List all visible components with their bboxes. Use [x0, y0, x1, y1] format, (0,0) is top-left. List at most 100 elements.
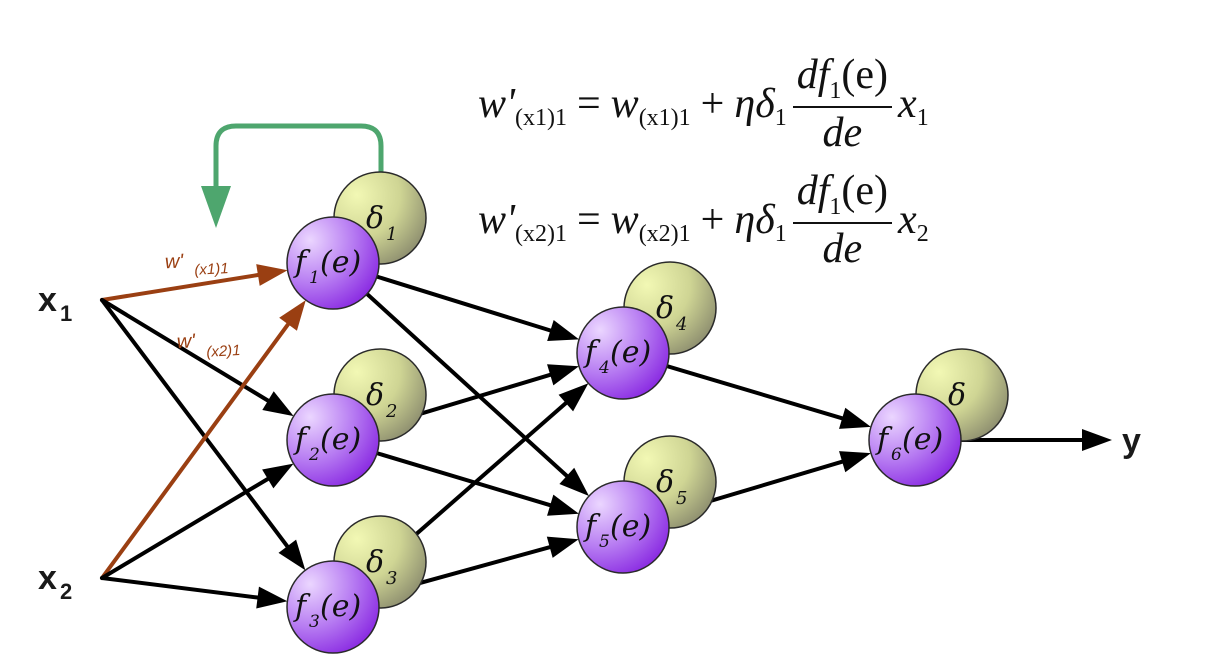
eq1-plus: + — [700, 81, 725, 127]
feedback-arrow-line — [213, 123, 384, 186]
eq1-equals: = — [576, 81, 601, 127]
neuron-function-subscript: 4 — [598, 358, 610, 378]
neuron-function-arg: (e) — [320, 589, 361, 624]
neuron-function-subscript: 5 — [599, 532, 610, 552]
arrowhead-icon — [839, 451, 871, 473]
arrowhead-icon — [558, 383, 589, 412]
eq1-w-sub: (x1)1 — [638, 104, 691, 131]
edge-x1-f1 — [100, 264, 288, 302]
arrowhead-icon — [278, 539, 306, 571]
neuron-function-arg: (e) — [610, 509, 651, 544]
edges-layer — [100, 261, 1112, 609]
weight-label-x2-1: w' (x2)1 — [176, 330, 241, 361]
neuron-function-subscript: 6 — [891, 445, 902, 465]
eq2-lhs-sub: (x2)1 — [515, 220, 567, 247]
neuron-function-arg: (e) — [320, 245, 361, 280]
delta-subscript: 3 — [386, 568, 397, 589]
edge-line — [331, 261, 569, 478]
edge-line — [100, 298, 290, 549]
eq2-delta: δ — [755, 197, 775, 243]
edge-line — [100, 273, 260, 302]
edge-f1-f5 — [331, 261, 589, 497]
eq2-equals: = — [576, 197, 601, 243]
eq1-lhs: w' — [478, 81, 515, 127]
eq1-w: w — [610, 81, 639, 127]
neuron-function-subscript: 3 — [309, 612, 320, 632]
neuron-circle — [576, 480, 670, 574]
neuron-circle — [576, 306, 670, 400]
arrowhead-icon — [279, 300, 306, 331]
output-y-label: y — [1122, 422, 1141, 460]
arrowhead-icon — [262, 391, 294, 417]
neuron-function-arg: (e) — [610, 335, 651, 370]
neuron-circle — [286, 393, 380, 487]
eq2-frac-num-sub: 1 — [829, 194, 842, 220]
input-x2-label: x — [38, 559, 57, 597]
neuron-function-subscript: 1 — [309, 268, 320, 288]
edge-line — [100, 322, 291, 580]
neuron-circle — [868, 393, 962, 487]
delta-symbol: δ — [948, 378, 966, 413]
delta-subscript: 1 — [386, 224, 397, 245]
delta-symbol: δ — [366, 378, 384, 413]
feedback-layer — [201, 123, 384, 228]
delta-symbol: δ — [366, 545, 384, 580]
weight-label-x2-1-sub: (x2)1 — [206, 342, 241, 361]
arrowhead-icon — [559, 467, 589, 497]
eq2-frac-den: de — [822, 226, 863, 272]
delta-symbol: δ — [366, 201, 384, 236]
edge-x2-f3 — [100, 576, 288, 609]
eq2-w: w — [610, 197, 639, 243]
neuron-function-arg: (e) — [902, 422, 943, 457]
delta-symbol: δ — [656, 465, 674, 500]
eq2-eta: η — [734, 197, 756, 243]
weight-label-x1-1: w' (x1)1 — [164, 250, 229, 278]
eq1-eta: η — [734, 81, 756, 127]
delta-subscript: 4 — [675, 314, 687, 335]
eq1-frac-num: df — [796, 52, 830, 98]
neuron-function-subscript: 2 — [308, 445, 320, 465]
arrowhead-icon — [256, 264, 288, 286]
eq2-delta-sub: 1 — [774, 220, 787, 247]
eq1-frac-den: de — [822, 110, 863, 156]
weight-label-x2-1-main: w' — [176, 330, 197, 353]
edge-line — [100, 298, 271, 403]
arrowhead-icon — [547, 319, 580, 341]
arrowhead-icon — [546, 536, 579, 558]
delta-subscript: 2 — [385, 401, 397, 422]
edge-x2-f2 — [100, 463, 294, 580]
arrowhead-icon — [547, 364, 579, 386]
arrowhead-icon — [262, 463, 294, 489]
eq1-derivative-fraction: df1(e) de — [792, 52, 893, 156]
eq1-frac-num-sub: 1 — [829, 78, 842, 104]
input-x2: x 2 — [38, 559, 72, 604]
edge-x1-f2 — [100, 298, 294, 417]
input-x2-subscript: 2 — [60, 579, 72, 604]
eq2-x-sub: 2 — [916, 220, 929, 247]
eq2-frac-num-arg: (e) — [841, 168, 889, 214]
arrowhead-icon — [1082, 429, 1112, 451]
eq2-lhs: w' — [478, 197, 515, 243]
input-x1-label: x — [38, 281, 57, 319]
eq1-lhs-sub: (x1)1 — [515, 104, 567, 131]
eq1-delta: δ — [755, 81, 775, 127]
edge-line — [100, 576, 260, 600]
arrowhead-icon — [839, 407, 871, 429]
arrowhead-icon — [256, 586, 288, 609]
eq1-x: x — [898, 81, 917, 127]
eq1-x-sub: 1 — [916, 104, 929, 131]
